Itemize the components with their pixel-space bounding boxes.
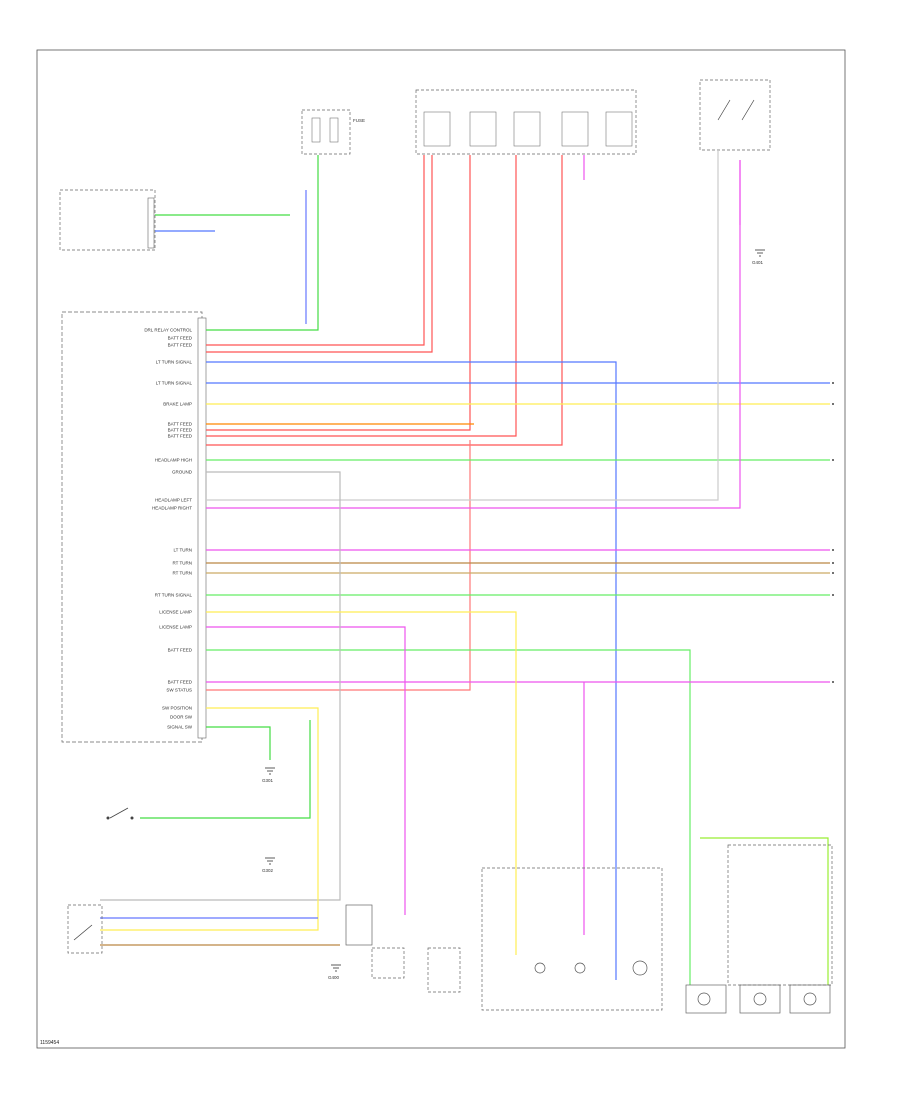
ground-symbol: G400 xyxy=(328,964,341,980)
wire-pink-3 xyxy=(206,626,406,915)
ground-symbol: G302 xyxy=(262,857,275,873)
wire-red-3 xyxy=(206,155,471,431)
hood-switch xyxy=(106,807,134,820)
module-row-label: RT TURN xyxy=(172,561,192,566)
license-lamp-frame xyxy=(727,844,833,986)
module-row-label: BATT FEED xyxy=(168,648,193,653)
module-row-label: SIGNAL SW xyxy=(167,725,193,730)
ground-label: G302 xyxy=(262,868,274,873)
right-lamp-box-3 xyxy=(789,984,831,1014)
module-row-label: HEADLAMP LEFT xyxy=(155,498,192,503)
body-control-module xyxy=(61,311,207,743)
module-row-label: BATT FEED xyxy=(168,336,193,341)
wire-set xyxy=(100,150,830,985)
top-fuse-block-left: FUSE xyxy=(301,109,365,155)
left-tail-lamp-box xyxy=(481,867,663,1011)
wire-lime xyxy=(700,837,829,985)
brake-pedal-switch xyxy=(67,904,103,954)
wire-gray-1 xyxy=(206,150,719,501)
module-row-label: LT TURN SIGNAL xyxy=(156,360,193,365)
wire-red-1 xyxy=(206,155,425,346)
wire-green-ground xyxy=(206,726,271,760)
module-row-label: GROUND xyxy=(172,470,193,475)
module-row-label: RT TURN SIGNAL xyxy=(155,593,193,598)
top-fuse-block-center xyxy=(415,89,637,155)
module-row-label: BRAKE LAMP xyxy=(163,402,192,407)
ground-symbol: G301 xyxy=(262,767,275,783)
module-row-label: LICENSE LAMP xyxy=(159,625,192,630)
trailer-lamp-box xyxy=(427,947,461,993)
wire-blue-horizontal-1 xyxy=(206,361,617,980)
backup-lamp-box xyxy=(371,947,405,979)
wire-red-bottom xyxy=(206,440,471,691)
module-row-label: BATT FEED xyxy=(168,434,193,439)
top-switch-right xyxy=(699,79,771,151)
lamp-bulbs xyxy=(534,960,817,1006)
module-row-label: LT TURN xyxy=(173,548,192,553)
module-row-label: LICENSE LAMP xyxy=(159,610,192,615)
right-edge-terminals xyxy=(832,382,834,683)
module-row-label: RT TURN xyxy=(172,571,192,576)
wire-gray-2 xyxy=(100,471,341,901)
module-row-label: BATT FEED xyxy=(168,680,193,685)
wire-pink-1 xyxy=(206,160,741,509)
right-lamp-box-2 xyxy=(739,984,781,1014)
module-row-label: DOOR SW xyxy=(170,715,193,720)
wire-green-vertical xyxy=(206,155,319,331)
wire-red-5 xyxy=(206,155,563,446)
wire-yellow-right xyxy=(206,611,517,955)
module-row-label: BATT FEED xyxy=(168,422,193,427)
module-row-label: SW POSITION xyxy=(162,706,192,711)
wire-ltgreen-3 xyxy=(206,649,691,985)
ground-symbol: G401 xyxy=(752,249,765,265)
wire-green-switch xyxy=(140,720,311,819)
footer-code: 1159454 xyxy=(40,1040,59,1046)
svg-text:FUSE: FUSE xyxy=(353,118,365,123)
ground-label: G400 xyxy=(328,975,340,980)
module-row-label: LT TURN SIGNAL xyxy=(156,381,193,386)
module-row-label: DRL RELAY CONTROL xyxy=(144,328,192,333)
wire-red-4 xyxy=(206,155,517,437)
ground-label: G301 xyxy=(262,778,274,783)
module-row-label: HEADLAMP HIGH xyxy=(155,458,192,463)
module-row-label: HEADLAMP RIGHT xyxy=(152,506,192,511)
bottom-components xyxy=(345,844,833,1014)
engine-control-module xyxy=(59,189,156,251)
hmsl-box xyxy=(345,904,373,946)
wire-yellow-low xyxy=(100,707,319,931)
wire-red-2 xyxy=(206,155,433,353)
module-row-label: SW STATUS xyxy=(166,688,192,693)
module-row-label: BATT FEED xyxy=(168,343,193,348)
ground-label: G401 xyxy=(752,260,764,265)
module-row-label: BATT FEED xyxy=(168,428,193,433)
diagram-frame xyxy=(36,49,846,1049)
right-lamp-box-1 xyxy=(685,984,727,1014)
